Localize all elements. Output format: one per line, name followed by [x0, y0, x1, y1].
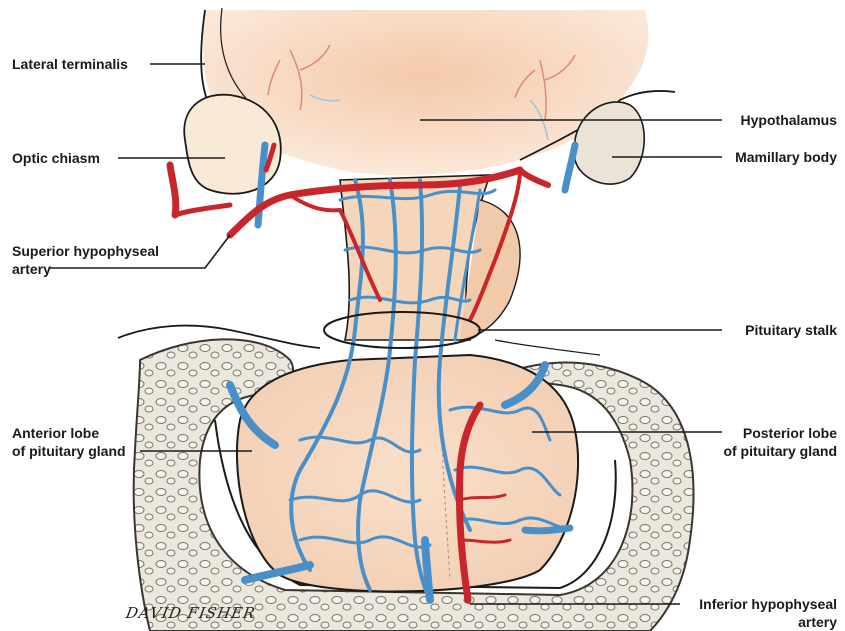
label-optic-chiasm: Optic chiasm	[12, 149, 100, 167]
diaphragma-sellae-right	[495, 340, 600, 355]
label-inferior-hypophyseal-artery: Inferior hypophyseal artery	[699, 595, 837, 631]
label-hypothalamus: Hypothalamus	[741, 111, 837, 129]
label-lateral-terminalis: Lateral terminalis	[12, 55, 128, 73]
label-posterior-lobe: Posterior lobe of pituitary gland	[723, 424, 837, 460]
label-superior-hypophyseal-artery: Superior hypophyseal artery	[12, 242, 159, 278]
artist-signature: DAVID FISHER	[124, 604, 257, 622]
label-pituitary-stalk: Pituitary stalk	[745, 321, 837, 339]
label-anterior-lobe: Anterior lobe of pituitary gland	[12, 424, 126, 460]
label-mamillary-body: Mamillary body	[735, 148, 837, 166]
